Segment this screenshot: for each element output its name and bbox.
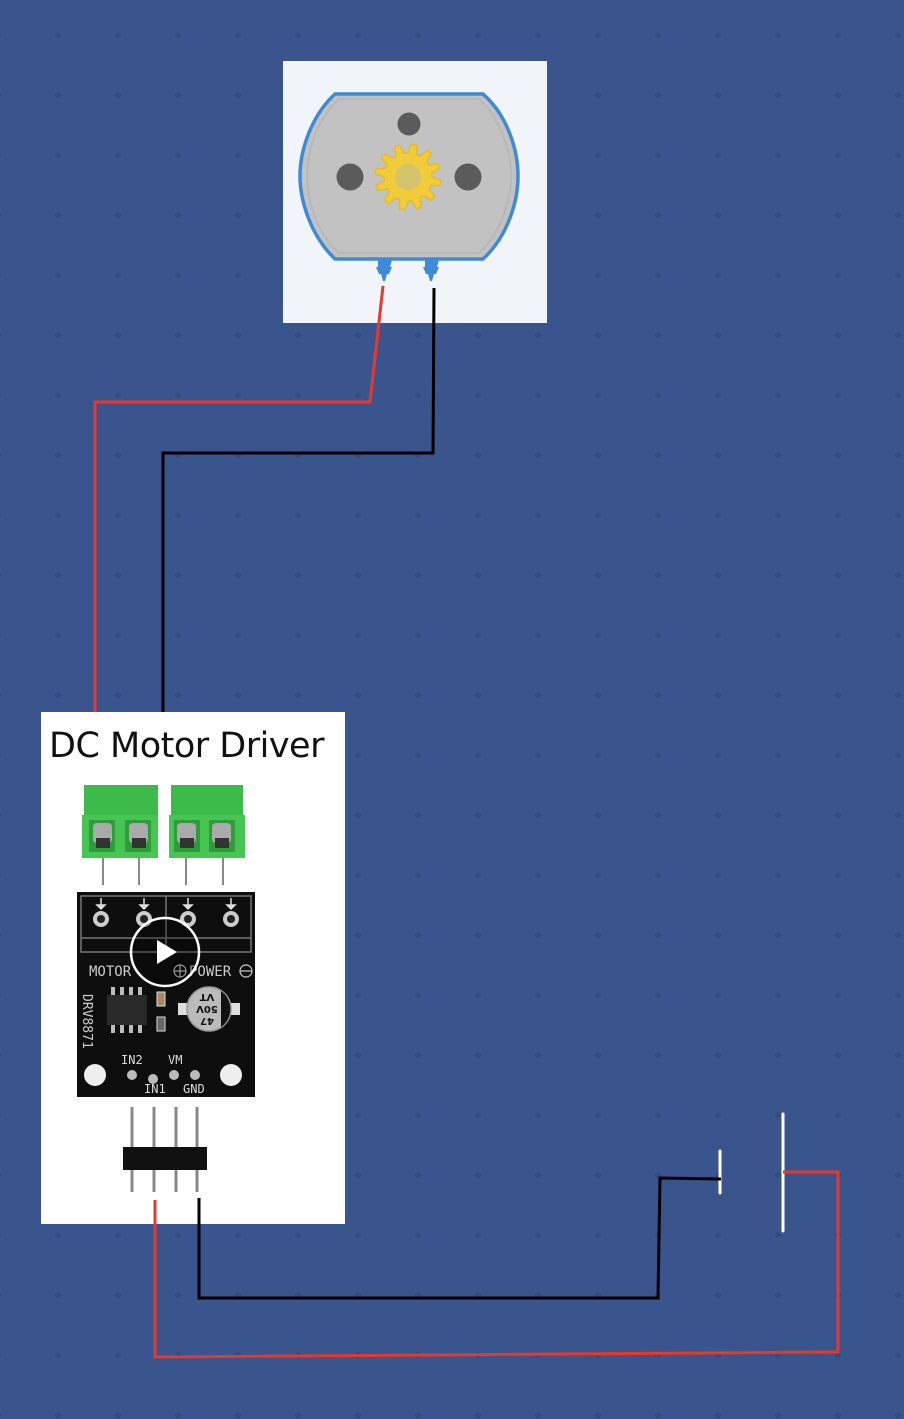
drv8871-pcb: MOTOR POWER DRV8871 47 5 xyxy=(77,892,255,1097)
play-button-icon[interactable] xyxy=(129,916,201,988)
motor-hole-top xyxy=(397,112,421,136)
battery-symbol[interactable] xyxy=(718,1112,785,1233)
battery-negative-wire[interactable] xyxy=(197,1176,722,1300)
motor-terminal-1[interactable] xyxy=(376,260,392,281)
dc-motor-component[interactable] xyxy=(283,61,547,323)
motor-terminal-2[interactable] xyxy=(423,260,439,281)
motor-body-inner xyxy=(305,98,513,254)
capacitor-text-1: 47 xyxy=(200,1015,214,1026)
pin-label-gnd: GND xyxy=(183,1082,205,1096)
motor-negative-wire[interactable] xyxy=(161,287,436,712)
header-pins xyxy=(123,1107,207,1192)
dc-motor-icon xyxy=(298,92,520,281)
chip-label: DRV8871 xyxy=(79,994,94,1049)
motor-positive-wire[interactable] xyxy=(93,285,385,712)
pin-label-in1: IN1 xyxy=(144,1082,166,1096)
terminal-block-motor xyxy=(82,785,158,885)
battery-positive-wire[interactable] xyxy=(153,1170,840,1359)
motor-hole-right xyxy=(454,163,482,191)
pin-label-in2: IN2 xyxy=(121,1053,143,1067)
driver-title: DC Motor Driver xyxy=(49,726,324,766)
motor-label: MOTOR xyxy=(89,964,132,980)
pin-label-vm: VM xyxy=(168,1053,182,1067)
capacitor-text-3: VT xyxy=(200,991,215,1002)
capacitor-text-2: 50V xyxy=(196,1003,218,1014)
driver-board-image: MOTOR POWER DRV8871 47 5 xyxy=(77,785,255,1192)
power-label: POWER xyxy=(189,964,232,980)
terminal-block-power xyxy=(169,785,245,885)
gear-shaft xyxy=(395,164,421,190)
motor-hole-left xyxy=(336,163,364,191)
dc-motor-driver-component[interactable]: DC Motor Driver xyxy=(41,712,345,1224)
